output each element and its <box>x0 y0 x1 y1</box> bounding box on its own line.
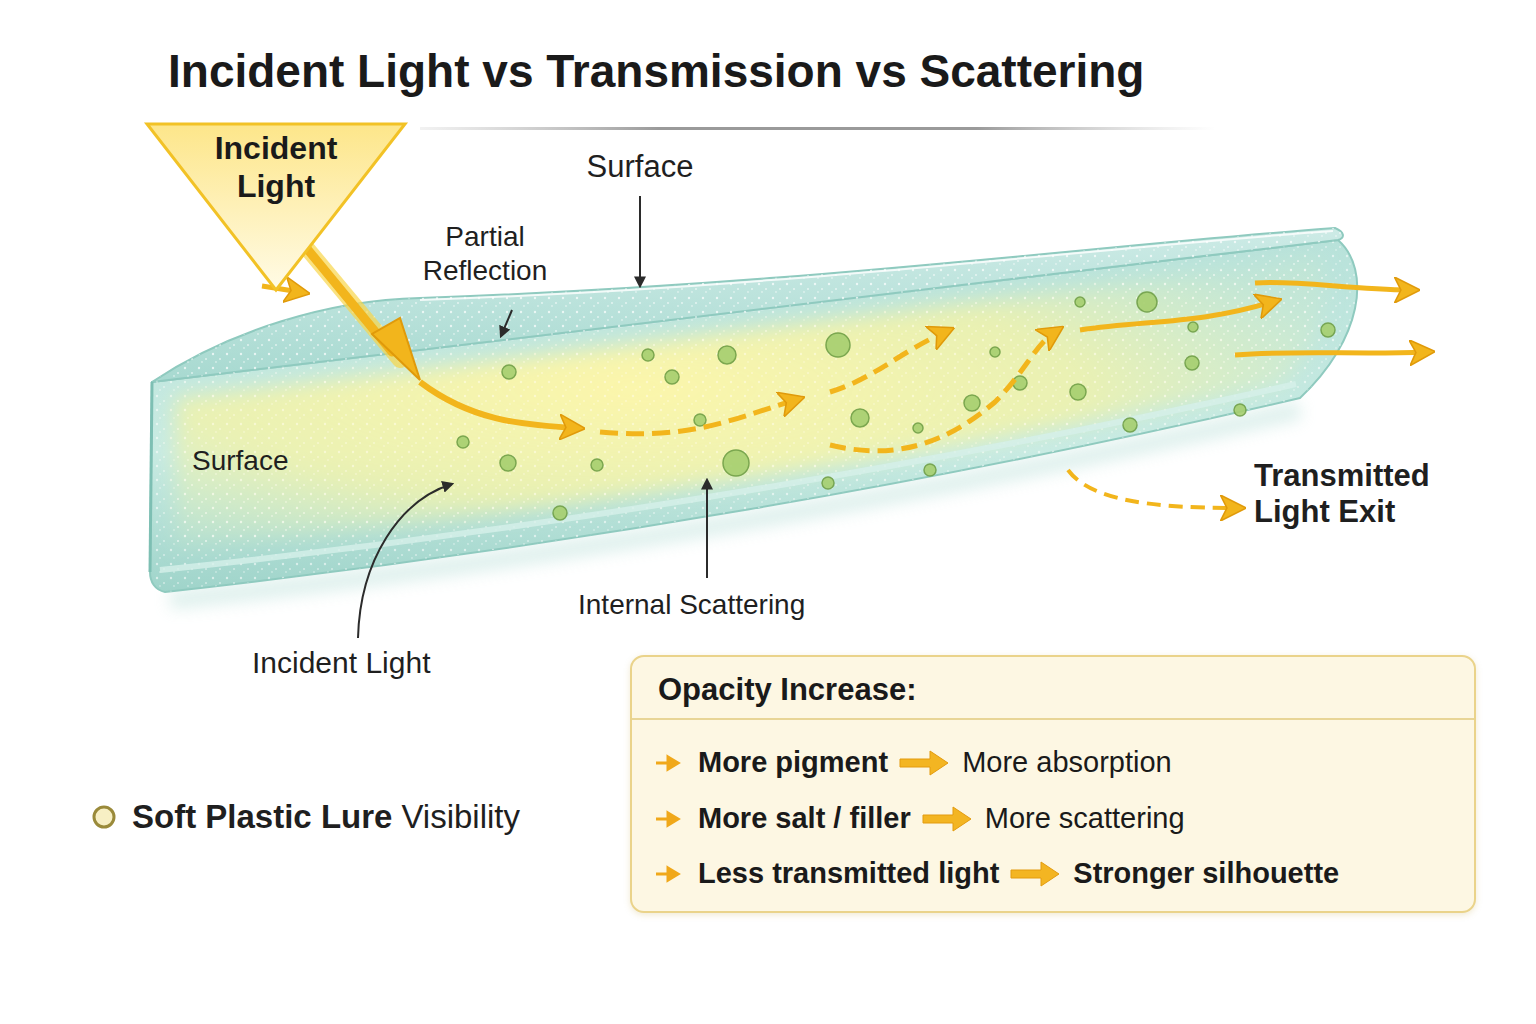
cause-effect-arrow-shape <box>1011 862 1059 886</box>
surface-label: Surface <box>192 444 289 478</box>
cause-text: Less transmitted light <box>698 856 999 891</box>
cause-effect-arrow <box>900 748 950 778</box>
effect-text: More scattering <box>985 801 1185 836</box>
row-bullet-arrow-shape <box>656 868 678 880</box>
row-bullet-arrow-shape <box>656 757 678 769</box>
cause-effect-arrow <box>923 804 973 834</box>
cause-text: More salt / filler <box>698 801 911 836</box>
row-bullet-arrow-shape <box>656 813 678 825</box>
triangle-label: Incident Light <box>186 130 366 206</box>
reflection-label: Partial Reflection <box>400 220 570 287</box>
cause-effect-arrow-shape <box>923 807 971 831</box>
subtitle-plain: Visibility <box>401 797 520 837</box>
row-bullet-arrow <box>654 753 684 773</box>
row-bullet-arrow <box>654 864 684 884</box>
diagram-title: Incident Light vs Transmission vs Scatte… <box>168 44 1144 99</box>
cause-effect-arrow-shape <box>900 751 948 775</box>
cause-effect-arrow <box>1011 859 1061 889</box>
box-separator <box>632 718 1474 720</box>
effect-text: Stronger silhouette <box>1073 856 1339 891</box>
transmitted-label: Transmitted Light Exit <box>1254 458 1469 529</box>
scattering-label: Internal Scattering <box>578 588 805 622</box>
light-triangle: Incident Light <box>145 122 407 292</box>
triangle-outline <box>147 124 405 290</box>
surface-label: Surface <box>587 148 694 185</box>
info-box: Opacity Increase: More pigment More absorp… <box>630 655 1476 913</box>
box-heading: Opacity Increase: <box>658 671 916 708</box>
effect-text: More absorption <box>962 745 1172 780</box>
subtitle-bold: Soft Plastic Lure <box>132 797 392 837</box>
incident-label: Incident Light <box>252 645 430 681</box>
cause-text: More pigment <box>698 745 888 780</box>
row-bullet-arrow <box>654 809 684 829</box>
